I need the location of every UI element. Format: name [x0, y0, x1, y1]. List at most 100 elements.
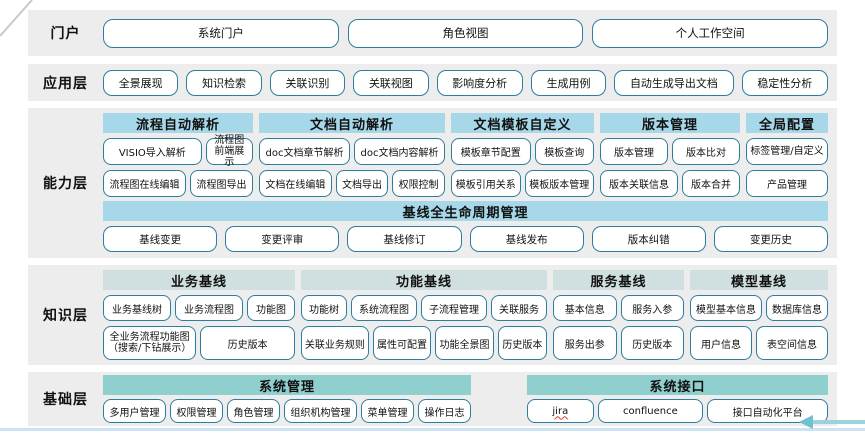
button[interactable]: 历史版本	[200, 326, 295, 360]
button[interactable]: 版本管理	[600, 138, 668, 165]
button[interactable]: 服务入参	[620, 295, 684, 321]
group-header: 文档自动解析	[259, 113, 445, 133]
button[interactable]: 产品管理	[746, 170, 828, 197]
button[interactable]: 关联业务规则	[301, 326, 369, 360]
button[interactable]: 多用户管理	[103, 399, 166, 423]
knowledge-group-service-baseline: 服务基线 基本信息服务入参 服务出参历史版本	[553, 270, 684, 360]
button[interactable]: jira	[527, 399, 594, 423]
button[interactable]: 稳定性分析	[741, 69, 828, 96]
button[interactable]: 文档导出	[335, 170, 389, 197]
group-header: 服务基线	[553, 270, 684, 290]
button[interactable]: 数据库信息	[766, 295, 828, 321]
button[interactable]: 影响度分析	[436, 69, 523, 96]
button[interactable]: 文档在线编辑	[259, 170, 332, 197]
foundation-group-system-management: 系统管理 多用户管理权限管理角色管理组织机构管理菜单管理操作日志	[103, 375, 471, 426]
knowledge-group-business-baseline: 业务基线 业务基线树业务流程图功能图 全业务流程功能图（搜索/下钻展示）历史版本	[103, 270, 295, 360]
button[interactable]: 基线发布	[469, 226, 584, 252]
button[interactable]: 全业务流程功能图（搜索/下钻展示）	[103, 326, 197, 360]
button[interactable]: VISIO导入解析	[103, 138, 202, 165]
foundation-content: 系统管理 多用户管理权限管理角色管理组织机构管理菜单管理操作日志 系统接口 ji…	[103, 372, 837, 426]
button[interactable]: 系统门户	[103, 18, 339, 48]
button[interactable]: 关联视图	[353, 69, 429, 96]
button[interactable]: 业务基线树	[103, 295, 171, 321]
capability-groups: 流程自动解析 VISIO导入解析流程图前端展示 流程图在线编辑流程图导出 文档自…	[103, 113, 828, 197]
button[interactable]: 版本关联信息	[600, 170, 678, 197]
group-header: 业务基线	[103, 270, 295, 290]
capability-content: 流程自动解析 VISIO导入解析流程图前端展示 流程图在线编辑流程图导出 文档自…	[103, 108, 837, 258]
button[interactable]: 模板版本管理	[524, 170, 594, 197]
button-row: 模板引用关系模板版本管理	[451, 170, 594, 197]
button[interactable]: 知识检索	[186, 69, 262, 96]
corner-fold	[0, 0, 33, 37]
button[interactable]: 角色管理	[227, 399, 280, 423]
group-header: 流程自动解析	[103, 113, 253, 133]
button[interactable]: 基本信息	[553, 295, 617, 321]
layer-label-portal: 门户	[50, 26, 81, 42]
button[interactable]: 基线变更	[103, 226, 218, 252]
button-row: 多用户管理权限管理角色管理组织机构管理菜单管理操作日志	[103, 399, 471, 423]
button[interactable]: 全景展现	[103, 69, 179, 96]
button[interactable]: 表空间信息	[756, 326, 828, 360]
baseline-buttons-row: 基线变更变更评审基线修订基线发布版本纠错变更历史	[103, 226, 829, 252]
knowledge-group-function-baseline: 功能基线 功能树系统流程图子流程管理关联服务 关联业务规则属性可配置功能全景图历…	[301, 270, 547, 360]
button[interactable]: 功能图	[247, 295, 295, 321]
application-layer-band: 应用层 全景展现知识检索关联识别关联视图影响度分析生成用例自动生成导出文档稳定性…	[28, 64, 837, 101]
button[interactable]: 关联识别	[269, 69, 346, 96]
button[interactable]: 自动生成导出文档	[614, 69, 734, 96]
application-buttons-row: 全景展现知识检索关联识别关联视图影响度分析生成用例自动生成导出文档稳定性分析	[103, 64, 837, 101]
button[interactable]: 版本合并	[682, 170, 740, 197]
button[interactable]: 变更历史	[713, 226, 829, 252]
button[interactable]: 历史版本	[497, 326, 547, 360]
button[interactable]: 角色视图	[347, 18, 584, 48]
button[interactable]: 服务出参	[553, 326, 617, 360]
button-row: 流程图在线编辑流程图导出	[103, 170, 253, 197]
button[interactable]: 子流程管理	[421, 295, 487, 321]
button[interactable]: 模型基本信息	[690, 295, 762, 321]
button[interactable]: doc文档内容解析	[354, 138, 445, 165]
button-row: 标签管理/自定义	[746, 138, 828, 165]
button[interactable]: 个人工作空间	[592, 18, 829, 48]
button-row: 文档在线编辑文档导出权限控制	[259, 170, 446, 197]
button[interactable]: 权限控制	[392, 170, 446, 197]
capability-group-template-custom: 文档模板自定义 模板章节配置模板查询 模板引用关系模板版本管理	[451, 113, 594, 197]
group-header: 系统管理	[103, 375, 471, 395]
button[interactable]: 菜单管理	[361, 399, 414, 423]
button[interactable]: 系统流程图	[351, 295, 417, 321]
bottom-accent-line	[0, 428, 865, 431]
button[interactable]: 模板章节配置	[451, 138, 531, 165]
button[interactable]: 模板查询	[534, 138, 594, 165]
button[interactable]: doc文档章节解析	[259, 138, 350, 165]
button[interactable]: 基线修订	[347, 226, 462, 252]
capability-group-global-config: 全局配置 标签管理/自定义 产品管理	[746, 113, 828, 197]
button[interactable]: 流程图前端展示	[205, 135, 253, 168]
button[interactable]: 版本比对	[672, 138, 740, 165]
button[interactable]: confluence	[597, 399, 704, 423]
button[interactable]: 功能树	[301, 295, 347, 321]
button[interactable]: 变更评审	[225, 226, 340, 252]
button[interactable]: 关联服务	[491, 295, 547, 321]
button[interactable]: 模板引用关系	[451, 170, 521, 197]
button[interactable]: 功能全景图	[435, 326, 494, 360]
button[interactable]: 业务流程图	[175, 295, 243, 321]
button[interactable]: 版本纠错	[591, 226, 706, 252]
button[interactable]: 流程图导出	[190, 170, 253, 197]
button[interactable]: 流程图在线编辑	[103, 170, 186, 197]
button[interactable]: 生成用例	[530, 69, 607, 96]
button[interactable]: 组织机构管理	[284, 399, 357, 423]
button[interactable]: 用户信息	[690, 326, 752, 360]
group-header: 模型基线	[690, 270, 828, 290]
button[interactable]: 属性可配置	[372, 326, 432, 360]
knowledge-layer-band: 知识层 业务基线 业务基线树业务流程图功能图 全业务流程功能图（搜索/下钻展示）…	[28, 265, 837, 365]
arrow-tail	[812, 420, 865, 424]
button[interactable]: 操作日志	[418, 399, 471, 423]
button-row: 基本信息服务入参	[553, 295, 684, 321]
button[interactable]: 标签管理/自定义	[746, 138, 828, 165]
button-row: 服务出参历史版本	[553, 326, 684, 360]
button[interactable]: 历史版本	[620, 326, 684, 360]
button[interactable]: 权限管理	[170, 399, 223, 423]
button-row: 版本管理版本比对	[600, 138, 740, 165]
